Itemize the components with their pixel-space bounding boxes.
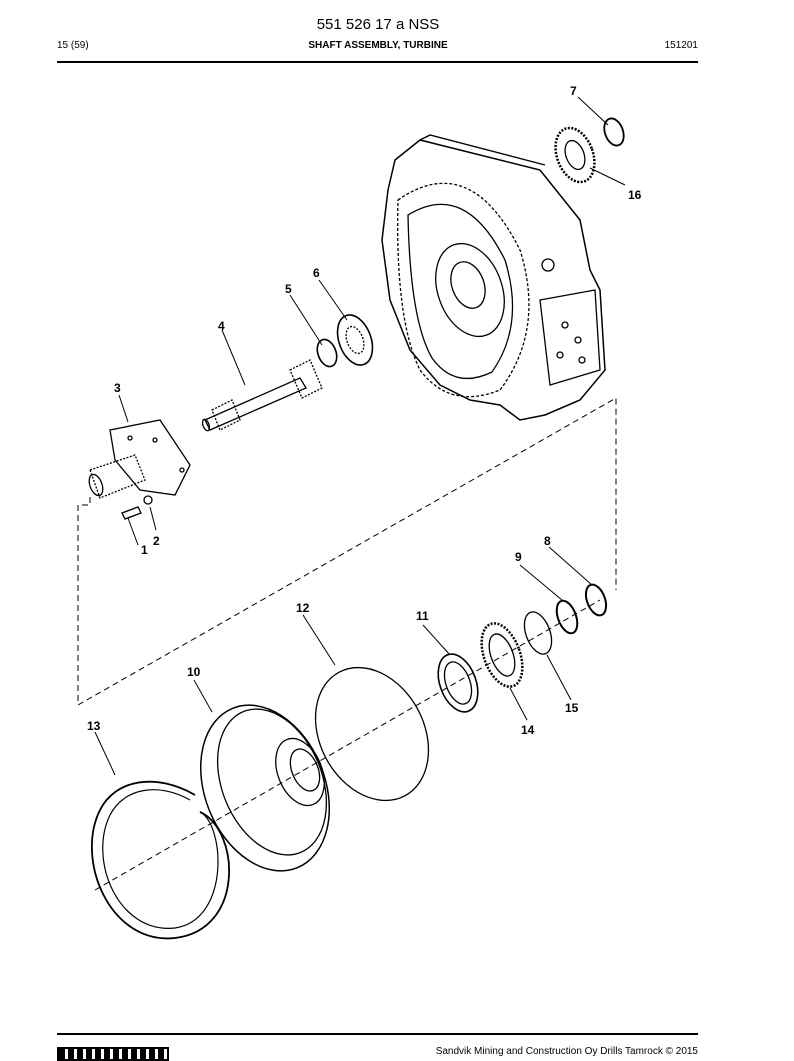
document-number: 551 526 17 a NSS — [316, 16, 440, 33]
part-ring-7 — [603, 117, 625, 147]
callout-16: 16 — [628, 188, 642, 202]
part-ring-13 — [91, 780, 230, 940]
part-ring-11 — [437, 653, 479, 713]
callout-14: 14 — [521, 723, 535, 737]
footer-rule — [57, 1033, 698, 1035]
callout-10: 10 — [187, 665, 201, 679]
footer-copyright: Sandvik Mining and Construction Oy Drill… — [435, 1046, 698, 1057]
callout-11: 11 — [416, 609, 429, 623]
callout-9: 9 — [515, 550, 522, 564]
callout-8: 8 — [544, 534, 551, 548]
callout-5: 5 — [285, 282, 292, 296]
header-rule — [57, 61, 698, 63]
part-bolt-1 — [121, 506, 142, 520]
callout-15: 15 — [565, 701, 579, 715]
part-shaft-4 — [201, 359, 323, 432]
part-piston-10 — [199, 704, 331, 872]
part-ring-5 — [316, 338, 338, 368]
callout-4: 4 — [218, 319, 225, 333]
page-number: 15 (59) — [57, 40, 89, 51]
part-washer-2 — [143, 495, 153, 505]
company-logo — [57, 1047, 169, 1061]
callout-1: 1 — [141, 543, 148, 557]
part-gear-16 — [554, 126, 596, 184]
part-ring-15 — [523, 611, 553, 655]
part-flange-3 — [88, 419, 191, 499]
part-ring-9 — [555, 599, 579, 635]
callout-12: 12 — [296, 601, 310, 615]
part-disc-14 — [480, 622, 524, 688]
page-title: SHAFT ASSEMBLY, TURBINE — [308, 40, 448, 51]
callout-2: 2 — [153, 534, 160, 548]
callout-3: 3 — [114, 381, 121, 395]
callout-13: 13 — [87, 719, 101, 733]
transmission-housing — [381, 134, 606, 421]
section-code: 151201 — [664, 40, 698, 51]
callout-6: 6 — [313, 266, 320, 280]
callout-7: 7 — [570, 84, 577, 98]
part-bearing-6 — [336, 314, 374, 366]
part-ring-12 — [314, 666, 430, 802]
part-ring-8 — [584, 583, 608, 617]
